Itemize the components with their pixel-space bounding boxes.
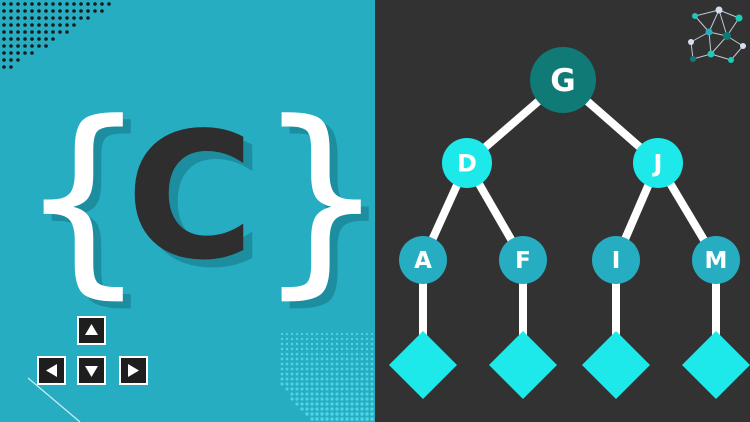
code-panel: { C } — [0, 0, 375, 422]
node-label: F — [515, 248, 531, 274]
dot-pattern-icon — [280, 332, 374, 421]
close-brace: } — [256, 79, 375, 317]
arrow-right-key[interactable] — [119, 356, 148, 385]
tree-node-level2: F — [499, 236, 547, 284]
tree-node-level2: A — [399, 236, 447, 284]
tree-node-level1: J — [633, 138, 683, 188]
arrow-left-key[interactable] — [37, 356, 66, 385]
tree-leaf-diamond — [489, 331, 557, 399]
arrow-up-icon — [85, 324, 98, 335]
tree-leaf-diamond — [389, 331, 457, 399]
node-label: G — [550, 63, 575, 99]
tree-node-root: G — [530, 47, 596, 113]
tree-leaf-diamond — [682, 331, 750, 399]
node-label: J — [652, 149, 663, 177]
tree-node-level1: D — [442, 138, 492, 188]
arrow-down-key[interactable] — [77, 356, 106, 385]
arrow-up-key[interactable] — [77, 316, 106, 345]
tree-panel: G D J A F I M — [375, 0, 750, 422]
binary-tree: G D J A F I M — [389, 47, 750, 399]
tree-leaf-diamond — [582, 331, 650, 399]
network-graph-icon — [688, 6, 746, 63]
open-brace: { — [18, 79, 149, 317]
tree-node-level2: M — [692, 236, 740, 284]
decor-line — [27, 377, 81, 422]
arrow-down-icon — [85, 366, 98, 377]
node-label: M — [705, 248, 728, 274]
node-label: I — [612, 248, 621, 274]
dot-pattern-icon — [2, 2, 111, 69]
c-letter: C — [126, 96, 255, 299]
node-label: A — [414, 248, 432, 274]
node-label: D — [457, 149, 477, 177]
arrow-right-icon — [128, 364, 139, 377]
tree-node-level2: I — [592, 236, 640, 284]
arrow-left-icon — [46, 364, 57, 377]
